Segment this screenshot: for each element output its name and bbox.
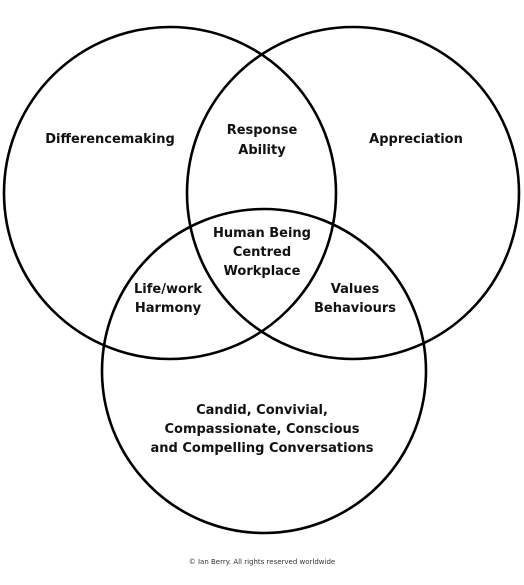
label-conversations-line1: Candid, Convivial, bbox=[196, 403, 328, 418]
label-lifework-line1: Life/work bbox=[134, 282, 202, 297]
circle-top-right bbox=[185, 25, 521, 361]
label-center-line3: Workplace bbox=[224, 264, 301, 279]
label-values-line2: Behaviours bbox=[314, 301, 396, 316]
label-values-line1: Values bbox=[331, 282, 380, 297]
copyright-notice: © Ian Berry. All rights reserved worldwi… bbox=[189, 558, 335, 566]
label-differencemaking: Differencemaking bbox=[45, 132, 175, 147]
label-center-line1: Human Being bbox=[213, 226, 311, 241]
label-conversations-line3: and Compelling Conversations bbox=[151, 441, 374, 456]
label-appreciation: Appreciation bbox=[369, 132, 463, 147]
label-response-ability-line1: Response bbox=[227, 123, 298, 138]
circle-top-left bbox=[2, 25, 338, 361]
label-response-ability-line2: Ability bbox=[238, 143, 286, 158]
circle-bottom bbox=[100, 207, 428, 535]
label-conversations-line2: Compassionate, Conscious bbox=[164, 422, 359, 437]
label-center-line2: Centred bbox=[233, 245, 291, 260]
label-lifework-line2: Harmony bbox=[135, 301, 202, 316]
